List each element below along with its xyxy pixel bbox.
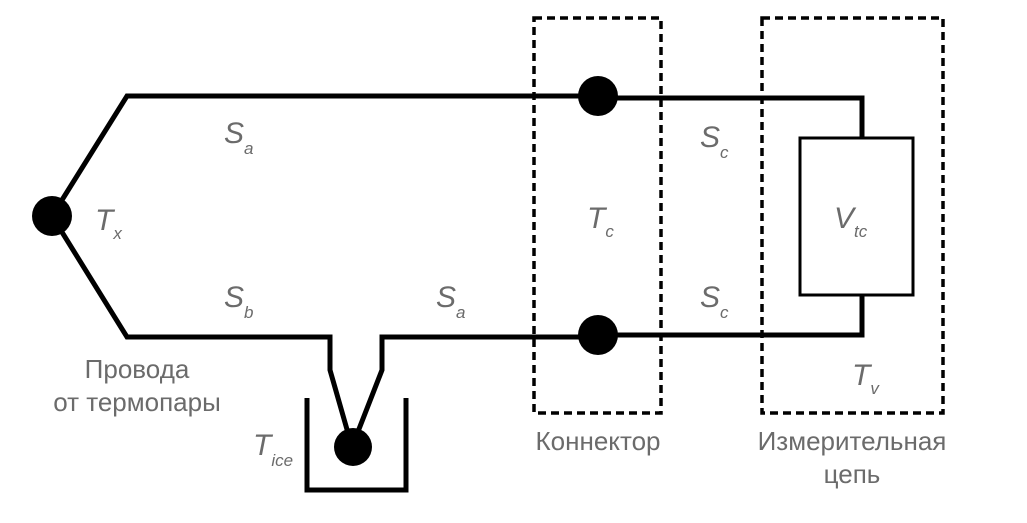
caption-circuit-line2: цепь — [824, 459, 881, 489]
wire-top-sa — [49, 93, 598, 218]
connector-boundary — [532, 16, 663, 415]
caption-wires-line1: Провода — [85, 354, 190, 384]
label-tv: Tv — [852, 359, 880, 398]
ice-bath-container — [304, 398, 409, 493]
connector-bottom-dot — [578, 315, 618, 355]
label-sc-top: Sc — [700, 121, 729, 162]
label-vtc: Vtc — [834, 202, 868, 241]
label-sa-bottom: Sa — [436, 281, 465, 322]
ice-junction-dot — [334, 428, 372, 466]
label-tice: Tice — [253, 429, 293, 470]
voltmeter-box — [798, 136, 915, 297]
label-sb: Sb — [224, 281, 253, 322]
label-tc: Tc — [587, 202, 614, 241]
caption-wires-line2: от термопары — [53, 387, 221, 417]
caption-connector: Коннектор — [536, 426, 661, 456]
wire-top-sc — [598, 95, 865, 138]
connector-top-dot — [578, 76, 618, 116]
wire-bottom-sb — [49, 214, 355, 448]
label-sa-top: Sa — [224, 117, 253, 158]
wire-bottom-sa — [349, 334, 598, 448]
wire-bottom-sc — [598, 295, 865, 338]
label-tx: Tx — [95, 204, 122, 243]
label-sc-bottom: Sc — [700, 281, 729, 322]
measuring-circuit-boundary — [760, 16, 945, 415]
measuring-junction-dot — [32, 196, 72, 236]
caption-circuit-line1: Измерительная — [758, 426, 947, 456]
